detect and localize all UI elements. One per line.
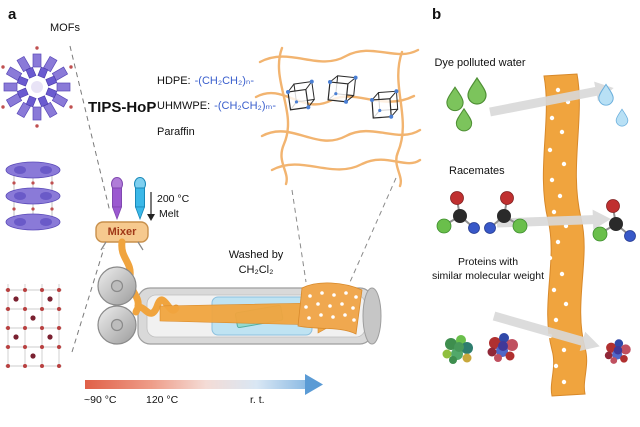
hdpe-row: HDPE: -(CH₂CH₂)ₙ- xyxy=(157,75,254,88)
protein-blob-green-icon xyxy=(442,335,473,364)
flow-arrow-bottom-icon xyxy=(492,311,600,351)
melt-temp-label: 200 °C xyxy=(157,193,190,205)
polymer-chains xyxy=(254,46,422,188)
dye-droplet-icon xyxy=(455,108,473,132)
mof-cube-icon xyxy=(284,78,319,113)
hdpe-label: HDPE: xyxy=(157,75,191,87)
racemate-molecule-mirror-icon xyxy=(483,190,528,235)
temperature-gradient-arrow xyxy=(85,374,323,395)
proteins-label-line2: similar molecular weight xyxy=(431,270,545,282)
temp-mid-label: 120 °C xyxy=(146,394,179,406)
mofs-label: MOFs xyxy=(50,22,80,34)
membrane-vertical xyxy=(542,73,588,397)
temp-start-label: ~90 °C xyxy=(84,394,117,406)
melt-label: Melt xyxy=(159,208,179,220)
water-droplet-icon xyxy=(615,108,629,127)
hdpe-formula: -(CH₂CH₂)ₙ- xyxy=(194,75,254,87)
zoom-dashed-lines xyxy=(291,177,397,283)
mof-cube-icon xyxy=(368,88,401,121)
panel-a-label: a xyxy=(8,6,17,23)
uhmwpe-label: UHMWPE: xyxy=(157,100,211,112)
racemates-label: Racemates xyxy=(449,165,505,177)
mof-structure-ring-icon xyxy=(1,46,73,128)
washed-by-line2: CH₂Cl₂ xyxy=(238,264,274,276)
separated-protein-icon xyxy=(604,339,631,364)
melt-down-arrow-icon xyxy=(147,192,155,221)
mof-structure-layered-icon xyxy=(5,161,61,231)
membrane-piece-pores xyxy=(304,291,358,322)
tips-hop-label: TIPS-HoP xyxy=(88,99,157,116)
membrane-piece xyxy=(297,282,363,335)
mof-cube-icon xyxy=(325,72,359,106)
uhmwpe-formula: -(CH₂CH₂)ₘ- xyxy=(214,100,276,112)
proteins-label-line1: Proteins with xyxy=(457,256,519,268)
flow-arrow-top-icon xyxy=(489,81,614,117)
dropper-blue-icon xyxy=(134,177,146,221)
dye-water-label: Dye polluted water xyxy=(434,57,526,69)
mixer-stand xyxy=(100,241,144,251)
dye-droplet-icon xyxy=(446,86,464,112)
racemate-molecule-icon xyxy=(436,190,481,235)
mof-structure-lattice-icon xyxy=(5,284,62,368)
paraffin-label: Paraffin xyxy=(157,126,195,138)
membrane-vertical-pores xyxy=(547,87,571,385)
panel-b-label: b xyxy=(432,6,442,23)
washed-by-line1: Washed by xyxy=(228,249,284,261)
uhmwpe-row: UHMWPE: -(CH₂CH₂)ₘ- xyxy=(157,100,276,113)
mixer-label: Mixer xyxy=(107,226,137,238)
calender-rollers xyxy=(97,266,137,345)
dropper-purple-icon xyxy=(111,177,123,221)
funnel-dashed-lines xyxy=(69,45,111,353)
protein-blob-red-icon xyxy=(487,333,518,362)
dye-droplet-icon xyxy=(467,77,487,105)
temp-end-label: r. t. xyxy=(250,394,265,406)
